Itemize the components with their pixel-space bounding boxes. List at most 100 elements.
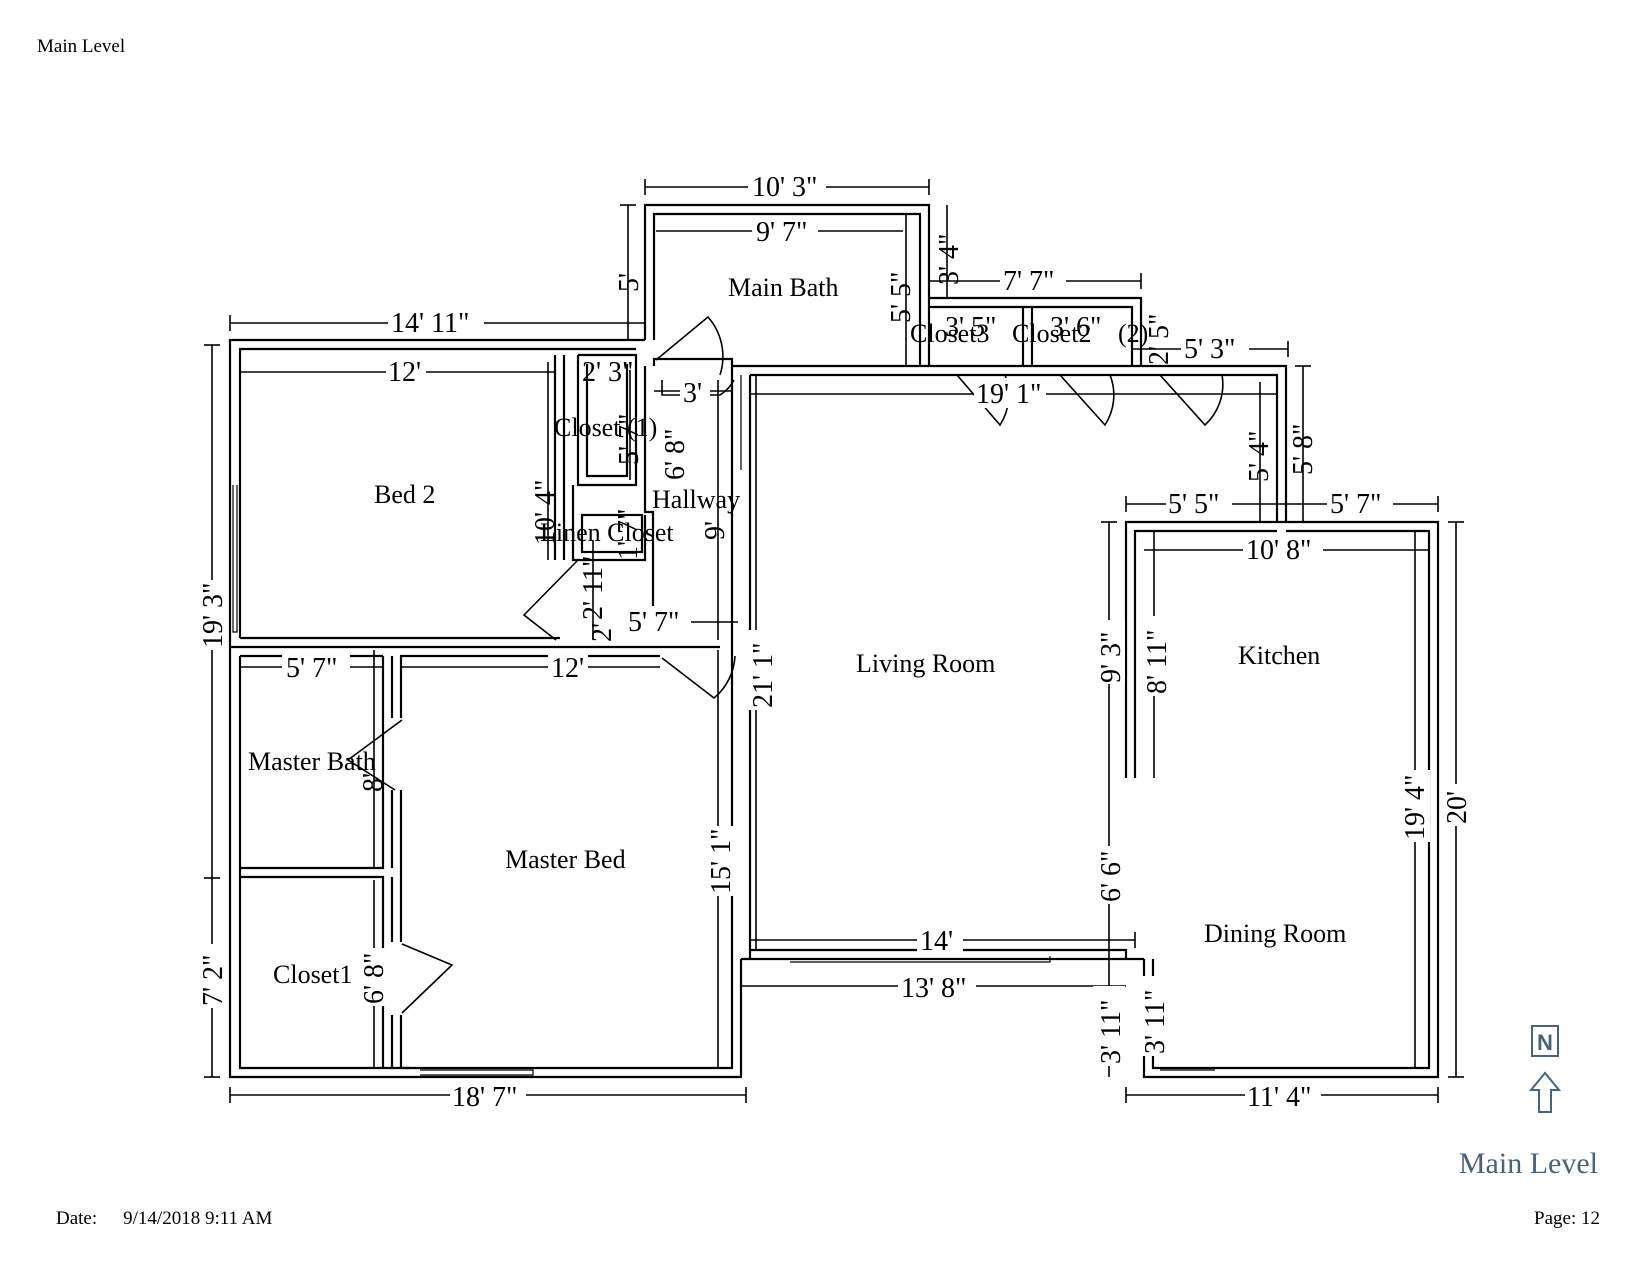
dim-label: 10' 8" <box>1246 535 1311 566</box>
dim-label: 5' 7" <box>614 414 645 465</box>
dim-label: 15' 1" <box>706 829 737 894</box>
kitchen-outer-wall <box>1142 520 1440 1079</box>
dim-label: 5' 4" <box>1244 431 1275 482</box>
dim-label: 13' 8" <box>901 973 966 1004</box>
room-label-dining-room: Dining Room <box>1204 919 1346 948</box>
linen-closet-outer <box>571 485 647 562</box>
entry-inner-wall <box>1188 373 1279 522</box>
dim-label: 6' 8" <box>359 953 390 1004</box>
dim-label: 3' 5" <box>945 312 996 343</box>
master-bath-door <box>346 719 403 791</box>
main-bath-inner-wall <box>652 212 922 366</box>
room-label-closet2-suffix: (2) <box>1118 319 1148 348</box>
date-value: 9/14/2018 9:11 AM <box>123 1208 273 1229</box>
dim-label: 5' <box>614 273 645 292</box>
dim-label: 2' <box>587 623 618 642</box>
room-labels: Main Bath Closet3 Closet2 (2) Closet (1)… <box>248 273 1346 989</box>
closet2-door <box>1059 374 1115 427</box>
room-label-linen-closet: Linen Closet <box>540 518 674 547</box>
entry-outer-wall <box>1141 364 1288 522</box>
linen-closet-door <box>522 559 579 641</box>
doors <box>346 315 1224 1014</box>
mbath-left-inner <box>238 656 410 1070</box>
dim-label: 10' 3" <box>752 172 817 203</box>
dim-label: 3' 11" <box>1096 1000 1127 1064</box>
room-label-master-bed: Master Bed <box>505 845 626 874</box>
room-label-closet-1: Closet (1) <box>554 413 657 442</box>
level-label: Main Level <box>1458 1147 1598 1180</box>
dim-label: 5' 7" <box>286 653 337 684</box>
master-bed-door <box>661 655 736 700</box>
kitchen-inner-wall <box>1151 529 1431 1070</box>
dim-label: 10' 4" <box>530 480 561 545</box>
closet-row-inner-wall <box>929 305 1134 366</box>
room-label-bed2: Bed 2 <box>374 480 435 509</box>
room-label-closet3: Closet3 <box>910 319 989 348</box>
mbed-window <box>420 1069 534 1076</box>
dim-label: 5' 5" <box>1168 489 1219 520</box>
closet1-box <box>576 353 638 487</box>
room-label-kitchen: Kitchen <box>1238 641 1320 670</box>
dim-label: 9' 7" <box>756 217 807 248</box>
dim-label: 5' 3" <box>1184 334 1235 365</box>
room-label-main-bath: Main Bath <box>728 273 839 302</box>
dim-label: 19' 4" <box>1400 775 1431 840</box>
dim-label: 5' 7" <box>628 607 679 638</box>
entry-door <box>1159 374 1224 427</box>
dim-label: 3' 6" <box>1050 312 1101 343</box>
dim-label: 9' <box>700 521 731 540</box>
page-header: Main Level <box>37 36 126 57</box>
west-outer-wall <box>228 338 743 1079</box>
page-number: Page: 12 <box>1534 1208 1600 1229</box>
dim-label: 19' 1" <box>976 379 1041 410</box>
dim-label: 5' 7" <box>1330 489 1381 520</box>
dim-label: 14' 11" <box>391 308 469 339</box>
bed2-inner-wall <box>238 347 636 638</box>
living-bottom-inner <box>750 948 1128 959</box>
kitchen-left-outer <box>1124 520 1277 778</box>
dim-label: 11' 4" <box>1247 1082 1311 1113</box>
room-label-living-room: Living Room <box>856 649 995 678</box>
dim-label: 14' <box>920 926 953 957</box>
room-label-master-bath: Master Bath <box>248 747 376 776</box>
dim-label: 5' 5" <box>886 272 917 323</box>
dim-label: 6' 6" <box>1096 851 1127 902</box>
north-arrow-icon: N <box>1528 1025 1562 1113</box>
room-label-closet2: Closet2 <box>1012 319 1091 348</box>
dim-label: 12' <box>388 357 421 388</box>
closet1-door <box>401 943 454 1014</box>
dim-label: 20' <box>1442 791 1473 824</box>
linen-closet-box <box>580 513 644 554</box>
dim-label: 8' <box>358 773 389 792</box>
dim-label: 5' 8" <box>1288 424 1319 475</box>
dim-label: 1' 7" <box>613 509 644 560</box>
dim-label: 19' 3" <box>198 583 229 648</box>
dimension-labels: 10' 3" 9' 7" 5' 5' 5" 3' 4" 7' 7" 3' 5" … <box>196 170 1473 1113</box>
dim-label: 3' 11" <box>1140 990 1171 1054</box>
dim-label: 6' 8" <box>660 429 691 480</box>
date-label: Date: <box>56 1208 98 1229</box>
dim-label: 2' 11" <box>578 556 609 620</box>
mbed-inner-walls <box>399 959 734 1070</box>
dim-label: 8' 11" <box>1142 630 1173 694</box>
kitchen-left-inner <box>1133 529 1277 778</box>
dim-label: 12' <box>551 653 584 684</box>
dim-label: 2' 5" <box>1144 314 1175 365</box>
dim-label: 18' 7" <box>452 1082 517 1113</box>
closet1-inner <box>585 364 629 478</box>
main-bath-door <box>655 315 724 376</box>
dim-label: 3' 4" <box>934 234 965 285</box>
dim-label: 9' 3" <box>1096 632 1127 683</box>
dim-label: 7' 2" <box>198 955 229 1006</box>
room-label-hallway: Hallway <box>652 485 740 514</box>
footer-date: Date: 9/14/2018 9:11 AM <box>56 1208 272 1230</box>
hall-left-wall <box>643 366 655 630</box>
compass-letter: N <box>1537 1030 1553 1055</box>
dim-label: 2' 3" <box>582 357 633 388</box>
room-label-closet1: Closet1 <box>273 960 352 989</box>
living-window <box>790 956 1051 963</box>
dim-label: 7' 7" <box>1003 266 1054 297</box>
mbath-right-inner <box>240 656 385 870</box>
dim-label: 21' 1" <box>748 643 779 708</box>
hall-top-wall <box>652 357 734 366</box>
